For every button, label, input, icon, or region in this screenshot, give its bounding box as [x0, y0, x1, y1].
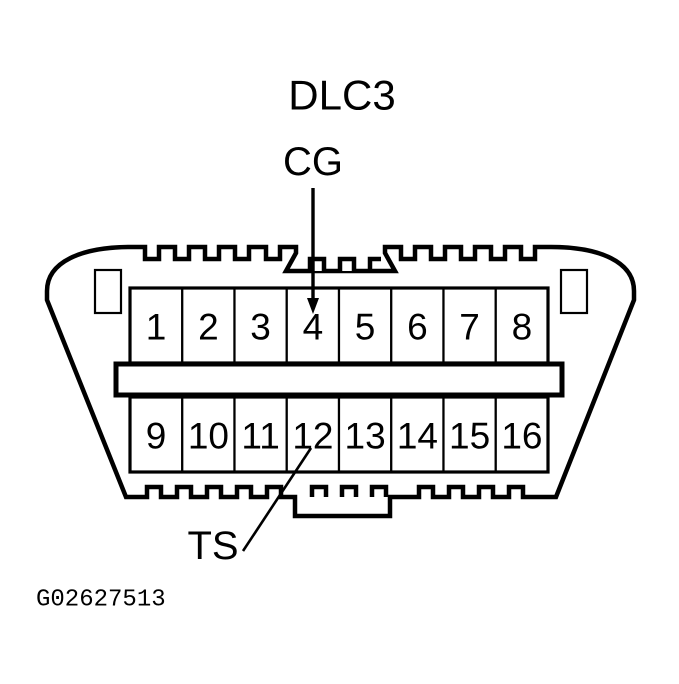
callout-cg: CG — [283, 140, 343, 314]
cg-arrow-head — [307, 298, 319, 314]
pin-row-top: 1 2 3 4 5 6 7 8 — [128, 286, 550, 365]
pin-label: 13 — [345, 416, 386, 457]
alignment-tab-left — [93, 268, 123, 315]
pin-label: 6 — [407, 307, 428, 348]
pin-label: 16 — [501, 416, 542, 457]
pin-label: 8 — [512, 307, 533, 348]
figure-id-code: G02627513 — [36, 587, 166, 614]
pin-label: 10 — [188, 416, 229, 457]
cg-label: CG — [283, 140, 343, 184]
pin-cell[interactable] — [390, 286, 445, 365]
ts-leader-line — [241, 447, 313, 552]
page-title: DLC3 — [288, 72, 395, 119]
pin-label: 14 — [397, 416, 438, 457]
alignment-tab-right — [559, 268, 589, 315]
ts-label: TS — [187, 524, 238, 568]
callout-ts: TS — [187, 447, 313, 568]
pin-cell[interactable] — [442, 286, 497, 365]
pin-label: 12 — [292, 416, 333, 457]
pin-cell[interactable] — [390, 395, 445, 474]
pin-label: 5 — [355, 307, 376, 348]
pin-row-bottom: 9 10 11 12 13 14 15 16 — [128, 395, 550, 474]
pin-label: 7 — [459, 307, 480, 348]
pin-grid: 1 2 3 4 5 6 7 8 9 10 — [113, 286, 565, 474]
middle-divider-bar — [113, 361, 565, 398]
pin-cell[interactable] — [442, 395, 497, 474]
pin-label: 3 — [250, 307, 271, 348]
pin-label: 9 — [146, 416, 167, 457]
pin-label: 15 — [449, 416, 490, 457]
pin-label: 11 — [241, 416, 279, 457]
pin-label: 1 — [146, 307, 167, 348]
pin-label: 4 — [303, 307, 324, 348]
pin-cell[interactable] — [337, 286, 393, 365]
pin-label: 2 — [198, 307, 219, 348]
